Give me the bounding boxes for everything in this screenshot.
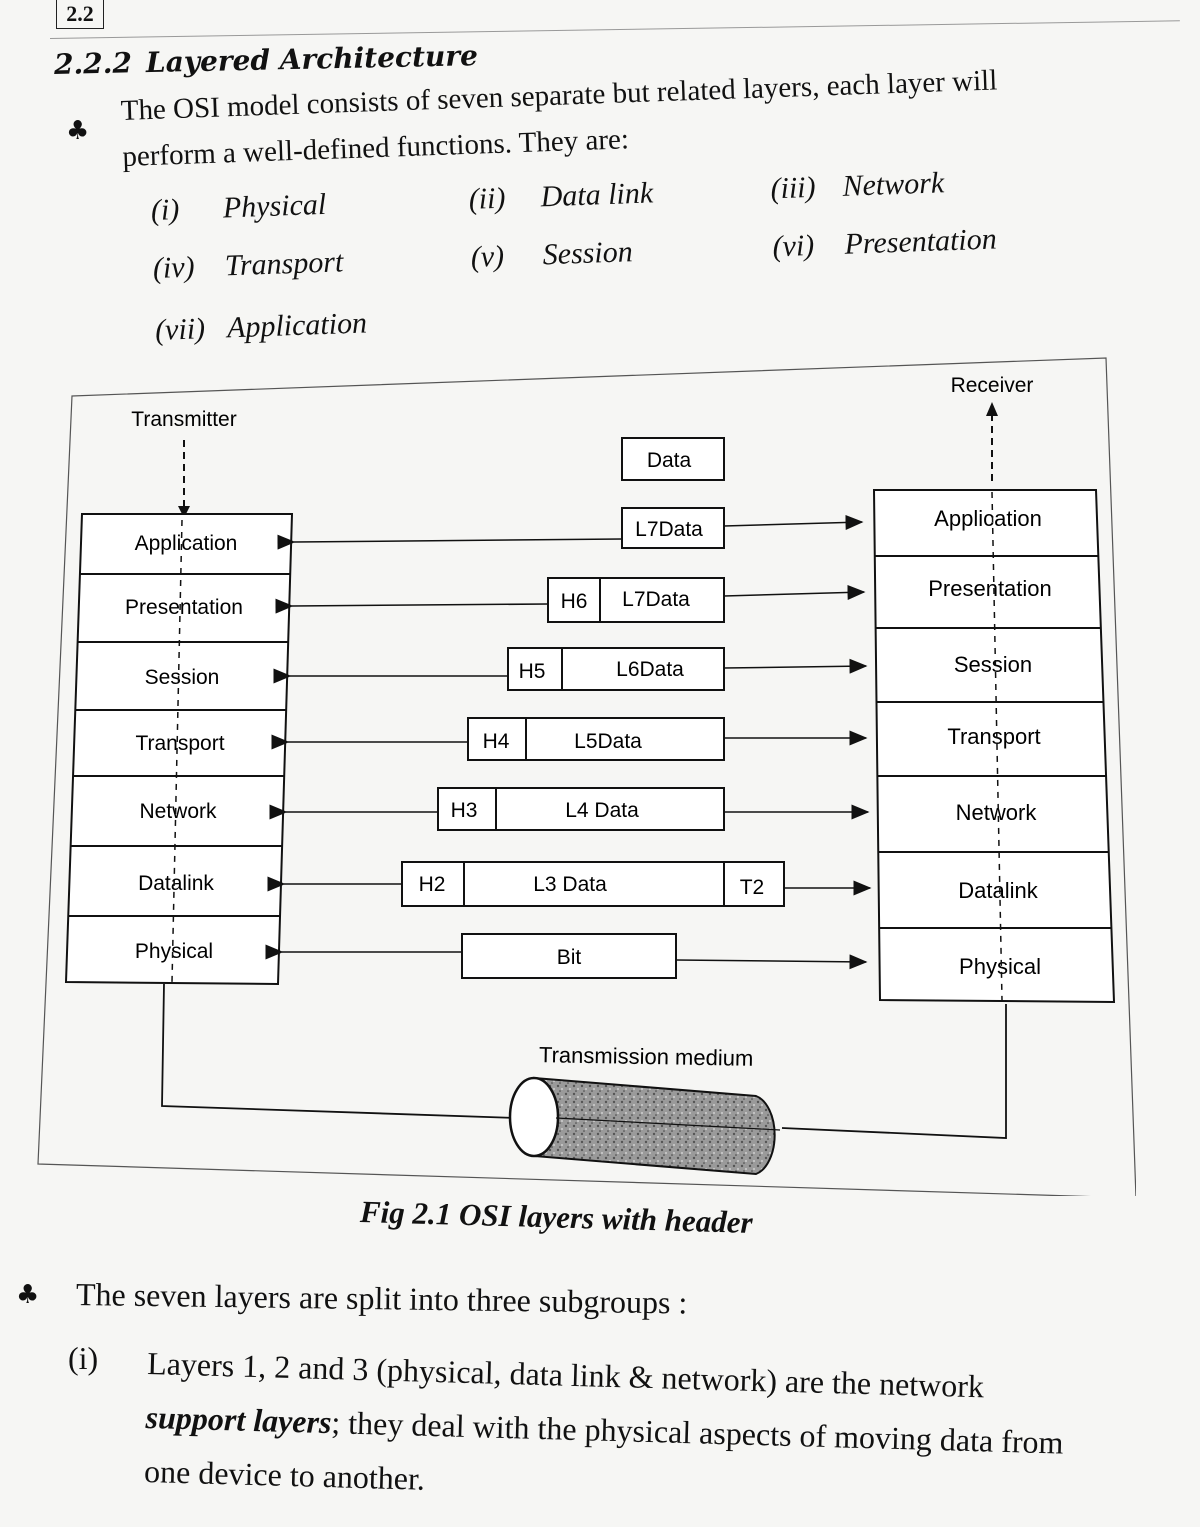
down-arrow-icon <box>178 506 190 518</box>
rx-layer-transport: Transport <box>947 724 1040 749</box>
pdu-row-application: L7Data <box>277 507 864 550</box>
pdu-row-physical: Bit <box>265 933 868 979</box>
transmitter-label: Transmitter <box>131 408 236 431</box>
receiver-stack: Application Presentation Session Transpo… <box>872 489 1116 1004</box>
item-number: (i) <box>68 1340 99 1376</box>
pdu-row-datalink: H2 L3 Data T2 <box>267 861 872 907</box>
section-heading: 2.2.2 Layered Architecture <box>54 39 479 81</box>
list-item: (iv)Transport <box>152 245 344 285</box>
svg-text:H3: H3 <box>451 799 478 822</box>
svg-text:L7Data: L7Data <box>635 518 703 541</box>
medium-label: Transmission medium <box>539 1042 754 1071</box>
tx-layer-application: Application <box>135 532 238 555</box>
club-bullet-icon: ♣ <box>66 116 90 146</box>
tx-layer-datalink: Datalink <box>138 872 214 895</box>
pdu-row-network: H3 L4 Data <box>269 787 870 831</box>
svg-text:H4: H4 <box>483 730 510 753</box>
rx-medium-line <box>781 1004 1007 1139</box>
transmitter-stack: Application Presentation Session Transpo… <box>64 513 294 986</box>
cable-cylinder-icon <box>508 1076 781 1176</box>
svg-text:L4 Data: L4 Data <box>565 799 639 822</box>
layer-list: (i)Physical (ii)Data link (iii)Network (… <box>150 153 1056 364</box>
svg-text:L3 Data: L3 Data <box>533 873 607 896</box>
svg-text:L5Data: L5Data <box>574 730 642 753</box>
rx-layer-session: Session <box>954 652 1032 677</box>
pdu-row-transport: H4 L5Data <box>271 717 868 761</box>
svg-text:L6Data: L6Data <box>616 658 684 681</box>
osi-figure: Transmitter Receiver Application Present… <box>37 357 1136 1196</box>
page-number: 2.2 <box>56 0 104 29</box>
section-title: Layered Architecture <box>145 39 479 80</box>
top-rule <box>49 20 1180 39</box>
figure-caption: Fig 2.1 OSI layers with header <box>359 1194 754 1240</box>
list-item: (vi)Presentation <box>771 222 998 264</box>
svg-text:Bit: Bit <box>557 946 582 969</box>
section-number: 2.2.2 <box>53 46 133 81</box>
list-item: (v)Session <box>470 235 634 274</box>
svg-text:H2: H2 <box>419 873 446 896</box>
svg-text:H5: H5 <box>519 660 546 683</box>
list-item: (ii)Data link <box>468 176 654 216</box>
receiver-label: Receiver <box>951 374 1034 397</box>
rx-layer-presentation: Presentation <box>928 576 1052 601</box>
rx-layer-network: Network <box>956 800 1038 825</box>
subgroup-item-text: Layers 1, 2 and 3 (physical, data link &… <box>143 1336 1187 1527</box>
pdu-row-presentation: H6 L7Data <box>275 577 866 623</box>
rx-layer-application: Application <box>934 506 1042 531</box>
tx-layer-session: Session <box>145 666 220 689</box>
svg-text:H6: H6 <box>561 590 588 613</box>
rx-layer-physical: Physical <box>959 954 1041 979</box>
subgroups-intro: The seven layers are split into three su… <box>75 1276 688 1321</box>
svg-text:L7Data: L7Data <box>622 588 690 611</box>
list-item: (i)Physical <box>150 187 327 227</box>
figure-border <box>37 357 1136 1196</box>
tx-layer-physical: Physical <box>135 940 213 963</box>
tx-medium-line <box>161 983 517 1119</box>
tx-layer-presentation: Presentation <box>125 596 243 619</box>
support-layers-term: support layers <box>145 1398 332 1441</box>
tx-layer-transport: Transport <box>135 732 224 755</box>
pdu-row-session: H5 L6Data <box>273 647 868 691</box>
club-bullet-icon: ♣ <box>16 1280 40 1310</box>
up-arrow-icon <box>986 402 998 416</box>
list-item: (vii)Application <box>154 306 368 347</box>
svg-text:T2: T2 <box>740 876 765 899</box>
list-item: (iii)Network <box>769 166 945 206</box>
tx-layer-network: Network <box>139 800 217 823</box>
rx-layer-datalink: Datalink <box>958 878 1038 903</box>
data-box <box>621 437 725 481</box>
data-label: Data <box>647 449 692 472</box>
